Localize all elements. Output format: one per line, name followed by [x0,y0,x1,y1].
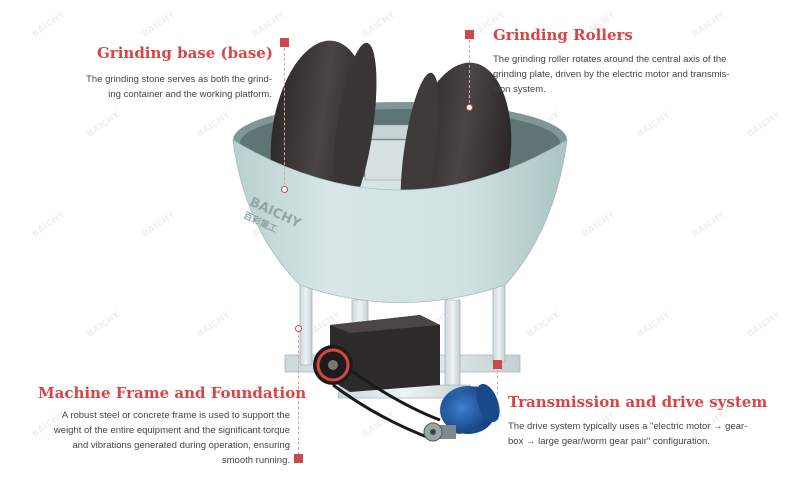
grinding-base-desc-line: ing container and the working platform. [108,89,272,100]
marker-grinding-base [280,38,289,47]
dot-machine-frame [295,325,302,332]
drive-pulley [313,345,353,385]
grinding-base-desc-line: The grinding stone serves as both the gr… [86,74,272,85]
grinding-base-description: The grinding stone serves as both the gr… [72,72,272,102]
connector-grinding-base [284,48,285,190]
drive-belt [332,368,441,442]
transmission-title: Transmission and drive system [508,393,768,411]
transmission-desc-line: box → large gear/worm gear pair" configu… [508,436,710,447]
machine-frame-desc-line: smooth running. [221,455,290,466]
connector-transmission [497,365,498,395]
dot-grinding-base [281,186,288,193]
grinding-rollers-title: Grinding Rollers [493,26,633,44]
connector-grinding-rollers [469,40,470,108]
transmission-desc-line: The drive system typically uses a "elect… [508,421,748,432]
gearbox [330,315,440,392]
transmission-description: The drive system typically uses a "elect… [508,419,770,449]
marker-transmission [493,360,502,369]
marker-machine-frame [294,454,303,463]
machine-frame-desc-line: A robust steel or concrete frame is used… [61,410,290,421]
grinding-rollers-desc-line: The grinding roller rotates around the c… [493,54,727,65]
electric-motor [423,383,500,442]
dot-grinding-rollers [466,104,473,111]
connector-machine-frame [298,330,299,455]
grinding-base-front [232,139,568,303]
machine-frame-desc-line: weight of the entire equipment and the s… [53,425,290,436]
grinding-rollers-desc-line: sion system. [493,84,546,95]
grinding-base-title: Grinding base (base) [97,44,273,62]
grinding-rollers-description: The grinding roller rotates around the c… [493,52,763,97]
machine-frame-description: A robust steel or concrete frame is used… [40,408,290,468]
machine-frame-desc-line: and vibrations generated during operatio… [72,440,290,451]
grinding-rollers-desc-line: grinding plate, driven by the electric m… [493,69,730,80]
marker-grinding-rollers [465,30,474,39]
machine-frame-title: Machine Frame and Foundation [38,384,307,402]
